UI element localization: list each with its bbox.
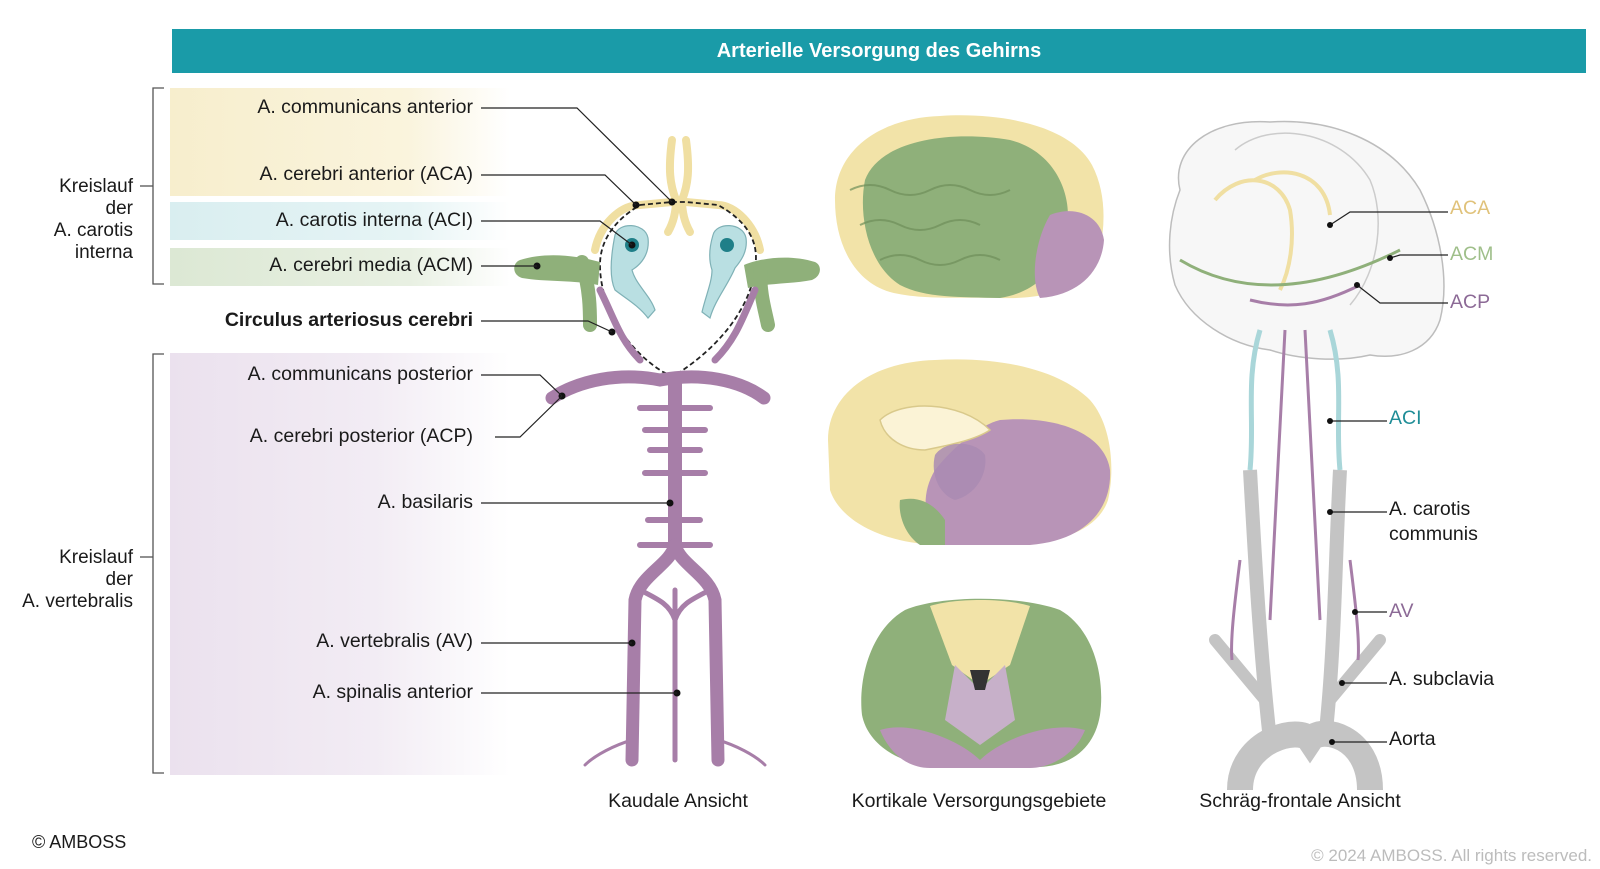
- right-label-acp: ACP: [1450, 291, 1491, 313]
- copyright-right: © 2024 AMBOSS. All rights reserved.: [1311, 846, 1592, 865]
- right-label-aca: ACA: [1450, 197, 1491, 219]
- label-acm: A. cerebri media (ACM): [269, 254, 473, 276]
- cortical-view-lateral: [835, 115, 1104, 299]
- label-comm-ant: A. communicans anterior: [257, 96, 473, 118]
- bracket-carotis: [140, 87, 164, 285]
- right-label-subclavia: A. subclavia: [1389, 668, 1495, 690]
- bracket-vertebralis: [140, 353, 164, 774]
- label-comm-post: A. communicans posterior: [247, 363, 473, 385]
- copyright-left: © AMBOSS: [32, 832, 127, 852]
- group-label-vertebralis: Kreislauf der A. vertebralis: [22, 547, 133, 612]
- label-spinalis: A. spinalis anterior: [312, 681, 473, 703]
- label-circulus: Circulus arteriosus cerebri: [224, 309, 473, 331]
- right-label-acm: ACM: [1450, 243, 1494, 265]
- title-bar: Arterielle Versorgung des Gehirns: [172, 29, 1586, 73]
- band-aci: [170, 202, 510, 240]
- band-acm: [170, 248, 510, 286]
- label-aci: A. carotis interna (ACI): [275, 209, 473, 231]
- right-label-av: AV: [1389, 600, 1414, 622]
- cortical-view-medial: [828, 359, 1112, 545]
- aci-vessels: [610, 225, 747, 320]
- caudal-view-illustration: [481, 107, 820, 767]
- band-aca: [170, 88, 510, 196]
- cortical-view-coronal: [861, 598, 1102, 768]
- caption-caudal: Kaudale Ansicht: [608, 790, 748, 812]
- posterior-vessels: [545, 286, 771, 767]
- caption-oblique: Schräg-frontale Ansicht: [1199, 790, 1401, 812]
- label-aca: A. cerebri anterior (ACA): [259, 163, 473, 185]
- right-label-aorta: Aorta: [1389, 728, 1436, 750]
- label-acp: A. cerebri posterior (ACP): [249, 425, 473, 447]
- right-label-aci: ACI: [1389, 407, 1422, 429]
- diagram-title: Arterielle Versorgung des Gehirns: [716, 39, 1042, 62]
- group-label-carotis: Kreislauf der A. carotis interna: [53, 176, 133, 263]
- oblique-view-illustration: [1168, 120, 1448, 792]
- band-vertebralis: [170, 353, 510, 775]
- caption-cortical: Kortikale Versorgungsgebiete: [851, 790, 1107, 812]
- label-av: A. vertebralis (AV): [316, 630, 473, 652]
- label-basilaris: A. basilaris: [377, 491, 473, 513]
- right-label-carotis-communis: A. carotis communis: [1389, 498, 1478, 545]
